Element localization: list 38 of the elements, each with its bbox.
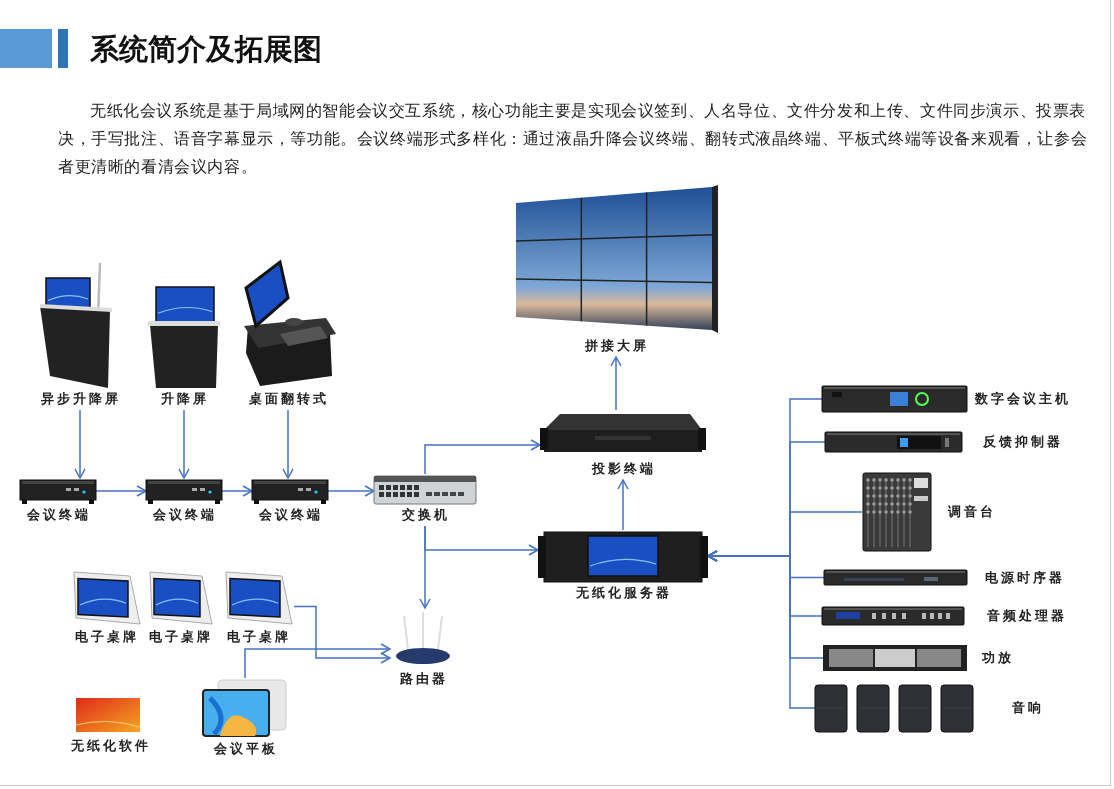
arrow: [244, 643, 391, 679]
device-label: 会议终端: [258, 506, 324, 524]
arrow: [617, 479, 629, 531]
description-paragraph: 无纸化会议系统是基于局域网的智能会议交互系统，核心功能主要是实现会议签到、人名导位、文件分发和上传、文件同步演示、投票表决，手写批注、语音字幕显示，等功能。会议终端形式多样化：通过液晶升降会议终端、翻转式液晶终端、平板式终端等设备来观看，让参会者更清晰的看清会议内容。: [58, 100, 1089, 178]
arrow: [327, 485, 375, 497]
device-label: 音频处理器: [987, 607, 1067, 625]
device-label: 会议平板: [213, 740, 279, 758]
title: 系统简介及拓展图: [90, 31, 322, 68]
device-label: 无纸化软件: [69, 737, 152, 755]
device-label: 电子桌牌: [148, 628, 214, 646]
device-label: 音响: [1012, 699, 1044, 717]
device-label: 无纸化服务器: [575, 584, 673, 602]
arrow: [74, 409, 86, 479]
arrow: [293, 605, 391, 664]
device-label: 反馈抑制器: [983, 433, 1063, 451]
arrow: [707, 550, 816, 709]
arrow: [95, 485, 147, 497]
device-label: 数字会议主机: [975, 390, 1071, 408]
device-label: 电子桌牌: [226, 628, 292, 646]
device-label: 会议终端: [152, 506, 218, 524]
device-label: 电子桌牌: [74, 628, 140, 646]
device-label: 交换机: [401, 506, 451, 524]
device-label: 异步升降屏: [40, 390, 122, 408]
device-label: 功放: [982, 649, 1014, 667]
arrow: [178, 409, 190, 479]
device-label: 调音台: [948, 503, 996, 521]
arrow: [282, 409, 294, 479]
arrow: [221, 485, 253, 497]
arrow: [610, 356, 622, 411]
device-label: 拼接大屏: [584, 337, 650, 355]
device-label: 路由器: [399, 670, 449, 688]
device-label: 升降屏: [160, 390, 210, 408]
device-label: 投影终端: [590, 460, 657, 478]
device-label: 桌面翻转式: [248, 390, 330, 408]
arrow: [419, 525, 431, 609]
arrow: [424, 439, 541, 475]
device-label: 电源时序器: [985, 568, 1065, 587]
device-label: 会议终端: [26, 506, 92, 524]
